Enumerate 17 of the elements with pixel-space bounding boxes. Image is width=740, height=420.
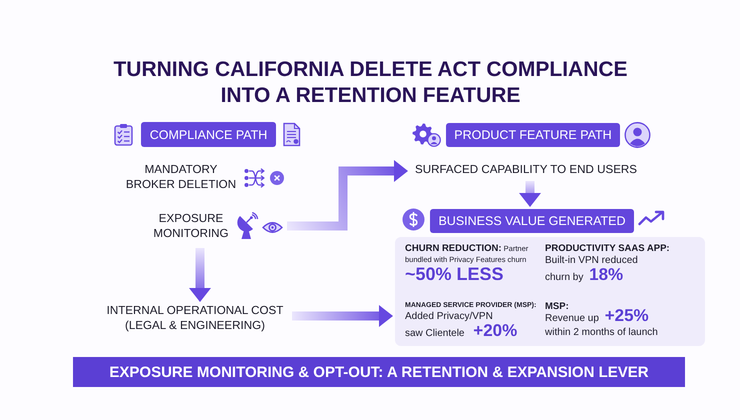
stat-text: Built-in VPN reduced churn by 18% (545, 254, 639, 284)
arrow (287, 160, 408, 230)
arrow (519, 181, 541, 207)
section-header: COMPLIANCE PATH (141, 122, 276, 147)
step-label: MANDATORY BROKER DELETION (120, 163, 242, 192)
section-header: PRODUCT FEATURE PATH (446, 123, 620, 147)
step-label: EXPOSURE MONITORING (152, 212, 230, 241)
step-label: SURFACED CAPABILITY TO END USERS (410, 163, 642, 179)
stat-text: Added Privacy/VPN saw Clientele +20% (405, 310, 518, 341)
step-label: INTERNAL OPERATIONAL COST (LEGAL & ENGINEERING) (100, 304, 290, 333)
arrow (292, 305, 393, 327)
stat-value: ~50% LESS (405, 264, 504, 284)
section-header: BUSINESS VALUE GENERATED (430, 209, 634, 233)
arrow (189, 248, 211, 302)
summary-banner: EXPOSURE MONITORING & OPT-OUT: A RETENTION & EXPANSION LEVER (73, 357, 685, 387)
stat-heading: PRODUCTIVITY SAAS APP: (545, 243, 670, 255)
diagram-title: TURNING CALIFORNIA DELETE ACT COMPLIANCE INTO A RETENTION FEATURE (112, 57, 629, 109)
